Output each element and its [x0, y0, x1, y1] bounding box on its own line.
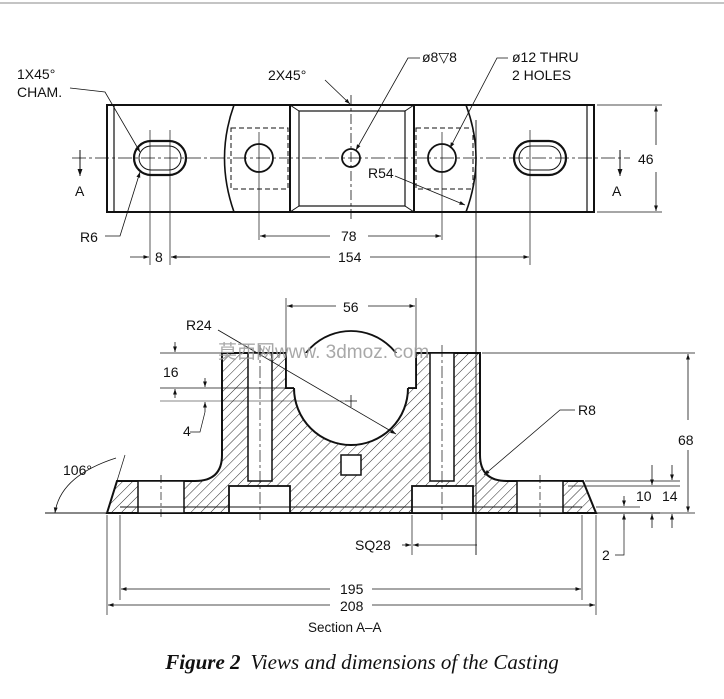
top-view-labels: 1X45° CHAM. 2X45° ø8▽8 ø12 THRU 2 HOLES … [17, 49, 654, 265]
dim-sq28: SQ28 [355, 537, 391, 553]
radius-r54: R54 [368, 165, 394, 181]
chamfer-note-line2: CHAM. [17, 84, 62, 100]
hole-small-label: ø8▽8 [422, 49, 457, 65]
radius-r24: R24 [186, 317, 212, 333]
figure-caption: Figure 2 Views and dimensions of the Cast… [0, 650, 724, 675]
dim-154: 154 [338, 249, 362, 265]
dim-14: 14 [662, 488, 678, 504]
top-view [69, 57, 662, 555]
radius-r6: R6 [80, 229, 98, 245]
figure-caption-text: Views and dimensions of the Casting [250, 650, 559, 674]
section-body [105, 352, 598, 514]
section-dimensions [53, 298, 695, 615]
dim-195: 195 [340, 581, 364, 597]
dim-78: 78 [341, 228, 357, 244]
figure-caption-label: Figure 2 [165, 650, 241, 674]
hole-large-label-line1: ø12 THRU [512, 49, 579, 65]
section-title: Section A–A [308, 620, 382, 635]
dim-8: 8 [155, 249, 163, 265]
top-view-outline [106, 104, 595, 213]
chamfer-center-label: 2X45° [268, 67, 306, 83]
dim-46: 46 [638, 151, 654, 167]
angle-106: 106° [63, 462, 92, 478]
dim-4: 4 [183, 423, 191, 439]
slot-left [132, 139, 188, 177]
section-labels: 56 R24 16 4 R8 68 106° 10 14 SQ28 2 195 … [63, 299, 694, 635]
dim-68: 68 [678, 432, 694, 448]
dim-10: 10 [636, 488, 652, 504]
radius-r8: R8 [578, 402, 596, 418]
dim-2: 2 [602, 547, 610, 563]
section-mark-right: A [612, 183, 622, 199]
hole-large-label-line2: 2 HOLES [512, 67, 571, 83]
dim-208: 208 [340, 598, 364, 614]
dim-56: 56 [343, 299, 359, 315]
section-mark-left: A [75, 183, 85, 199]
dim-16: 16 [163, 364, 179, 380]
watermark: 莫西网www. 3dmoz. com [218, 341, 429, 363]
chamfer-note-line1: 1X45° [17, 66, 55, 82]
